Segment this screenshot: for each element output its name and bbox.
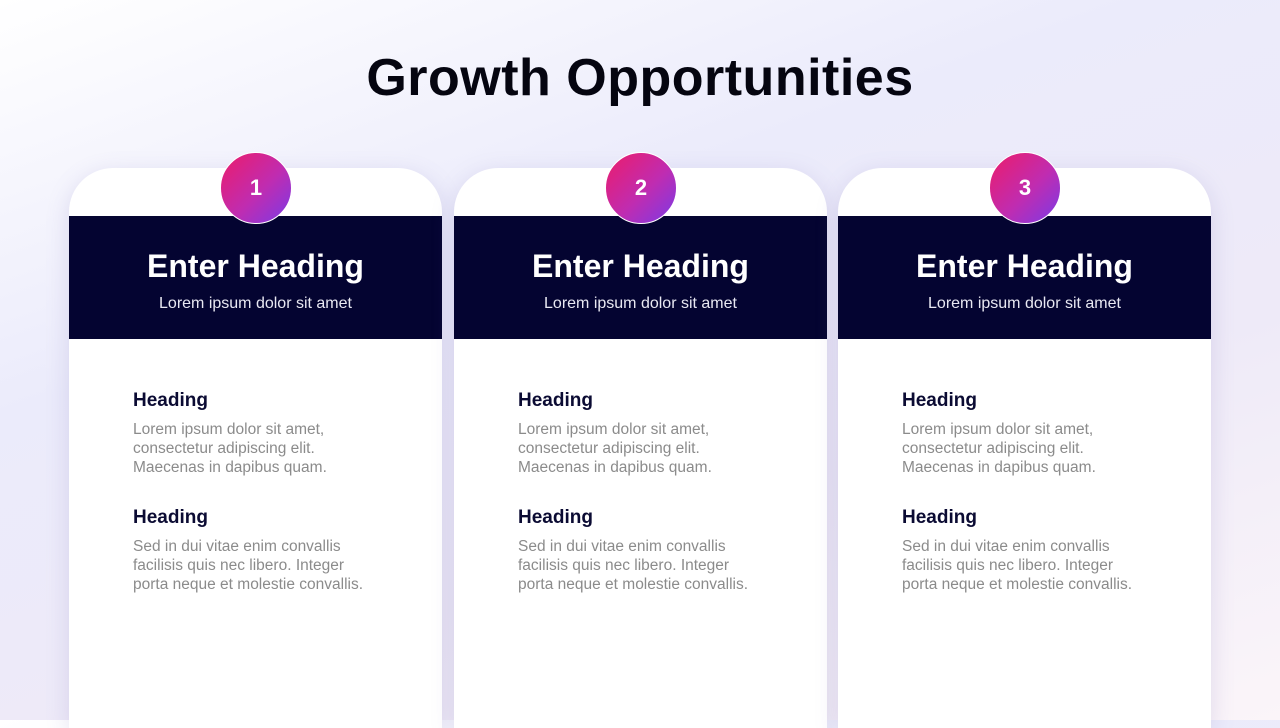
section-text: Sed in dui vitae enim convallis facilisi… [902,538,1133,593]
page-title: Growth Opportunities [366,49,914,107]
section-text: Sed in dui vitae enim convallis facilisi… [518,538,749,593]
card-subheading: Lorem ipsum dolor sit amet [928,295,1121,312]
section-heading: Heading [902,507,977,528]
card-heading: Enter Heading [916,248,1133,284]
card-heading: Enter Heading [532,248,749,284]
card-1: 1 Enter Heading Lorem ipsum dolor sit am… [69,152,442,728]
card-header: Enter Heading Lorem ipsum dolor sit amet [838,216,1211,339]
section-heading: Heading [133,507,208,528]
step-number-badge: 1 [220,152,292,224]
card-header: Enter Heading Lorem ipsum dolor sit amet [454,216,827,339]
section-text: Lorem ipsum dolor sit amet, consectetur … [133,421,327,476]
section-text: Sed in dui vitae enim convallis facilisi… [133,538,364,593]
section-heading: Heading [902,390,977,411]
card-heading: Enter Heading [147,248,364,284]
step-number-badge: 2 [605,152,677,224]
section-heading: Heading [133,390,208,411]
section-text: Lorem ipsum dolor sit amet, consectetur … [902,421,1096,476]
card-3: 3 Enter Heading Lorem ipsum dolor sit am… [838,152,1211,728]
section-heading: Heading [518,390,593,411]
card-subheading: Lorem ipsum dolor sit amet [159,295,352,312]
card-2: 2 Enter Heading Lorem ipsum dolor sit am… [454,152,827,728]
card-header: Enter Heading Lorem ipsum dolor sit amet [69,216,442,339]
card-subheading: Lorem ipsum dolor sit amet [544,295,737,312]
step-number-badge: 3 [989,152,1061,224]
section-heading: Heading [518,507,593,528]
section-text: Lorem ipsum dolor sit amet, consectetur … [518,421,712,476]
